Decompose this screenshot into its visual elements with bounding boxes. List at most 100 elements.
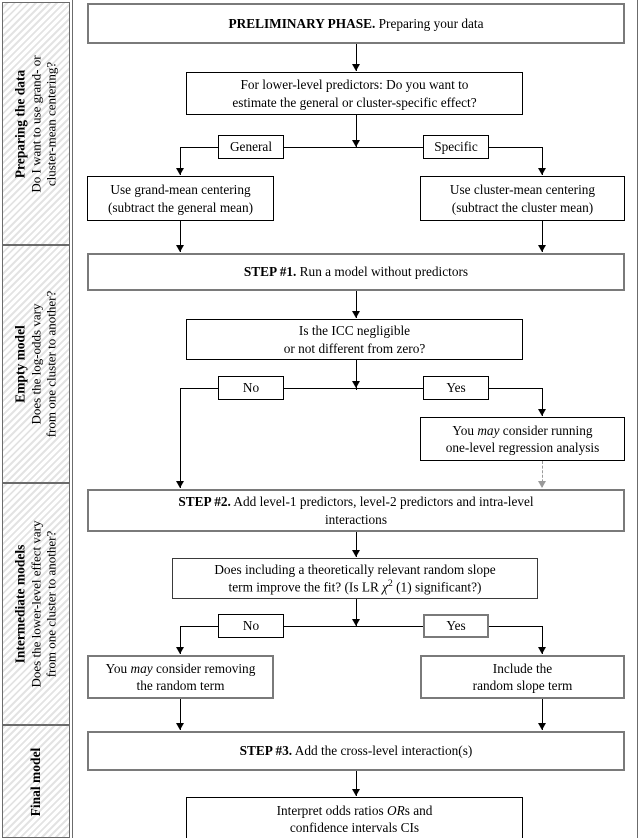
phase-label-group: Empty model Does the log-odds vary from … [13, 291, 60, 438]
node-line2: interactions [324, 511, 387, 527]
phase-label-group: Preparing the data Do I want to use gran… [13, 55, 60, 192]
phase-title: Intermediate models [12, 544, 28, 664]
phase-title: Preparing the data [12, 69, 28, 178]
node-line1-pre: You [452, 422, 478, 438]
connector-line [542, 626, 543, 654]
connector-line [180, 221, 181, 252]
connector-line [356, 771, 357, 796]
phase-subtitle-line1: Do I want to use grand- or [28, 54, 44, 193]
phase-title: Final model [28, 747, 44, 816]
node-text: You may consider removing the random ter… [106, 660, 256, 694]
branch-label-text: No [242, 618, 260, 633]
node-line1-pre: Interpret odds ratios [276, 802, 387, 818]
branch-label-no-icc: No [218, 376, 284, 400]
connector-line [542, 388, 543, 416]
connector-line-dashed [542, 461, 543, 487]
node-remove-random-term: You may consider removing the random ter… [87, 655, 274, 699]
node-bold-prefix: STEP #2. [178, 494, 231, 510]
node-grand-mean-centering: Use grand-mean centering (subtract the g… [87, 176, 274, 221]
phase-rail: Preparing the data Do I want to use gran… [2, 0, 70, 838]
connector-arrowhead [352, 64, 360, 71]
connector-arrowhead [352, 311, 360, 318]
node-step-2: STEP #2. Add level-1 predictors, level-2… [87, 489, 625, 532]
branch-label-text: Yes [446, 380, 466, 395]
connector-line [356, 599, 357, 627]
branch-label-general: General [218, 135, 284, 159]
node-rest: Add the cross-level interaction(s) [292, 743, 473, 759]
connector-arrowhead-dashed [538, 481, 546, 488]
branch-label-no-random-slope: No [218, 614, 284, 638]
connector-arrowhead [538, 168, 546, 175]
connector-arrowhead [352, 550, 360, 557]
node-line1-post: consider running [499, 422, 593, 438]
node-text: Use grand-mean centering (subtract the g… [108, 181, 253, 215]
branch-label-specific: Specific [423, 135, 489, 159]
node-rest: Preparing your data [375, 15, 484, 31]
node-line1-post: s and [404, 802, 433, 818]
node-line1: For lower-level predictors: Do you want … [240, 77, 469, 93]
connector-line [180, 388, 181, 488]
node-line2-post: (1) significant?) [392, 579, 482, 595]
connector-line [356, 291, 357, 318]
chi-exponent: 2 [388, 578, 393, 590]
node-include-random-slope: Include the random slope term [420, 655, 625, 699]
node-line1: Include the [492, 660, 553, 676]
node-line2: (subtract the general mean) [107, 199, 254, 215]
node-bold-prefix: PRELIMINARY PHASE. [228, 15, 376, 31]
connector-arrowhead [176, 245, 184, 252]
node-interpret-results: Interpret odds ratios ORs and confidence… [186, 797, 523, 838]
node-text: Is the ICC negligible or not different f… [284, 322, 426, 356]
branch-label-yes-random-slope: Yes [423, 614, 489, 638]
branch-label-text: General [229, 139, 273, 154]
node-preliminary-phase: PRELIMINARY PHASE. Preparing your data [87, 3, 625, 44]
flow-column: PRELIMINARY PHASE. Preparing your data F… [72, 0, 638, 838]
phase-subtitle-line2: from one cluster to another? [43, 530, 59, 678]
node-text: For lower-level predictors: Do you want … [232, 76, 476, 110]
phase-subtitle-line2: from one cluster to another? [43, 290, 59, 438]
node-text: Use cluster-mean centering (subtract the… [450, 181, 595, 215]
node-line2: (subtract the cluster mean) [451, 199, 594, 215]
node-rest: Add level-1 predictors, level-2 predicto… [230, 494, 534, 510]
branch-label-yes-icc: Yes [423, 376, 489, 400]
connector-arrowhead [176, 647, 184, 654]
connector-line [356, 532, 357, 557]
node-text: PRELIMINARY PHASE. Preparing your data [229, 15, 484, 32]
node-step-3: STEP #3. Add the cross-level interaction… [87, 731, 625, 771]
phase-subtitle-line1: Does the log-odds vary [28, 303, 44, 425]
phase-final-model: Final model [2, 725, 70, 838]
connector-line [542, 699, 543, 730]
node-line2: or not different from zero? [283, 340, 426, 356]
connector-arrowhead [538, 245, 546, 252]
connector-line [180, 147, 542, 148]
connector-line [542, 147, 543, 175]
phase-intermediate-models: Intermediate models Does the lower-level… [2, 483, 70, 725]
connector-line [180, 626, 181, 654]
node-line1-italic: OR [386, 802, 405, 818]
phase-label-group: Intermediate models Does the lower-level… [13, 521, 60, 688]
node-line2: confidence intervals CIs [289, 820, 420, 835]
connector-arrowhead [538, 723, 546, 730]
branch-label-text: Yes [446, 618, 466, 633]
node-line1: Use grand-mean centering [110, 182, 251, 198]
chi-symbol: χ [382, 579, 389, 595]
node-text: Interpret odds ratios ORs and confidence… [277, 802, 433, 836]
node-text: STEP #2. Add level-1 predictors, level-2… [178, 493, 533, 527]
phase-preparing-the-data: Preparing the data Do I want to use gran… [2, 2, 70, 245]
node-text: Does including a theoretically relevant … [214, 561, 495, 595]
node-line1-pre: You [105, 660, 131, 676]
phase-subtitle-line2: cluster-mean centering? [43, 61, 59, 186]
node-lower-level-question: For lower-level predictors: Do you want … [186, 72, 523, 115]
phase-subtitle-line1: Does the lower-level effect vary [28, 520, 44, 688]
node-text: STEP #1. Run a model without predictors [244, 263, 468, 280]
node-text: You may consider running one-level regre… [446, 422, 600, 456]
connector-arrowhead [352, 140, 360, 147]
node-line1: Is the ICC negligible [298, 323, 411, 339]
connector-arrowhead [176, 723, 184, 730]
connector-arrowhead [352, 789, 360, 796]
node-text: STEP #3. Add the cross-level interaction… [240, 742, 473, 759]
node-line2-pre: term improve the fit? (Is LR [228, 579, 383, 595]
branch-label-text: Specific [434, 139, 478, 154]
connector-line [356, 44, 357, 71]
node-cluster-mean-centering: Use cluster-mean centering (subtract the… [420, 176, 625, 221]
